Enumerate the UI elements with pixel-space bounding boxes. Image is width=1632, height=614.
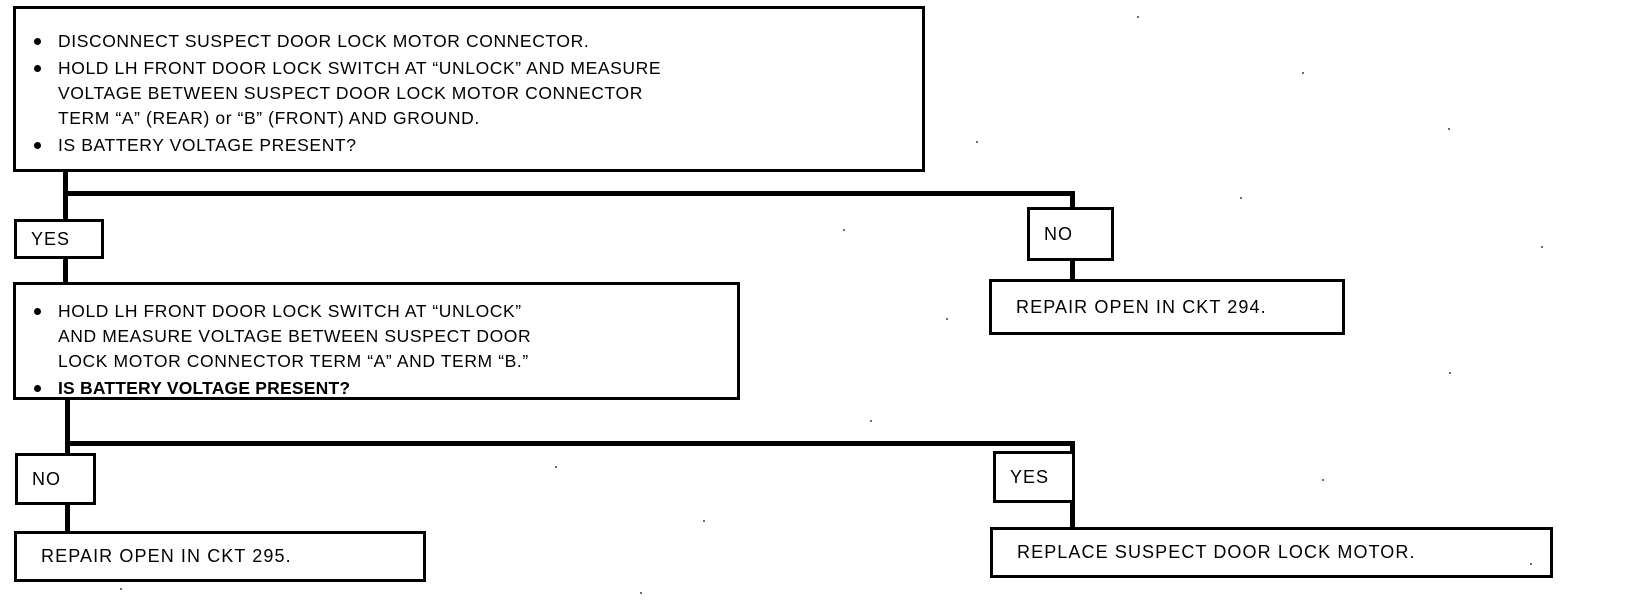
scan-speck <box>1530 563 1532 565</box>
branch2-yes-decision: YES <box>993 451 1075 503</box>
step2-bullet-2: IS BATTERY VOLTAGE PRESENT? <box>16 376 737 401</box>
step1-exit-stub <box>63 172 68 196</box>
branch1-no-decision: NO <box>1027 207 1114 261</box>
scan-speck <box>120 588 122 590</box>
scan-speck <box>1302 72 1304 74</box>
branch1-yes-drop <box>63 191 68 221</box>
branch2-horizontal-rail <box>65 441 1075 446</box>
scan-speck <box>1541 246 1543 248</box>
branch2-yes-to-result <box>1070 501 1075 543</box>
branch1-horizontal-rail <box>63 191 1075 196</box>
scan-speck <box>640 592 642 594</box>
branch1-yes-decision: YES <box>14 219 104 259</box>
branch2-no-decision: NO <box>15 453 96 505</box>
scan-speck <box>1137 16 1139 18</box>
scan-speck <box>555 466 557 468</box>
step1-bullet-1: DISCONNECT SUSPECT DOOR LOCK MOTOR CONNE… <box>16 29 922 54</box>
scan-speck <box>703 520 705 522</box>
branch1-no-to-result <box>1070 259 1075 283</box>
branch1-no-result-label: REPAIR OPEN IN CKT 294. <box>1016 296 1267 317</box>
step2-question-box: HOLD LH FRONT DOOR LOCK SWITCH AT “UNLOC… <box>13 282 740 400</box>
branch2-yes-result-label: REPLACE SUSPECT DOOR LOCK MOTOR. <box>1017 542 1416 562</box>
scan-speck <box>1449 372 1451 374</box>
step1-bullet-list: DISCONNECT SUSPECT DOOR LOCK MOTOR CONNE… <box>16 9 922 158</box>
scan-speck <box>1322 479 1324 481</box>
scan-speck <box>1448 128 1450 130</box>
branch1-yes-to-step2 <box>63 257 68 284</box>
branch2-no-result-label: REPAIR OPEN IN CKT 295. <box>41 546 292 566</box>
branch1-no-label: NO <box>1044 223 1073 244</box>
scan-speck <box>1240 197 1242 199</box>
branch2-no-label: NO <box>32 468 61 489</box>
scan-speck <box>843 229 845 231</box>
step1-question-box: DISCONNECT SUSPECT DOOR LOCK MOTOR CONNE… <box>13 6 925 172</box>
branch1-no-result-box: REPAIR OPEN IN CKT 294. <box>989 279 1345 335</box>
scan-speck <box>870 420 872 422</box>
branch1-no-drop <box>1070 191 1075 209</box>
step2-bullet-1: HOLD LH FRONT DOOR LOCK SWITCH AT “UNLOC… <box>16 299 737 374</box>
step1-bullet-3: IS BATTERY VOLTAGE PRESENT? <box>16 133 922 158</box>
branch1-yes-label: YES <box>31 228 71 249</box>
branch2-no-result-box: REPAIR OPEN IN CKT 295. <box>14 531 426 582</box>
scan-speck <box>976 141 978 143</box>
branch2-no-to-result <box>65 503 70 547</box>
branch2-yes-result-box: REPLACE SUSPECT DOOR LOCK MOTOR. <box>990 527 1553 578</box>
scan-speck <box>946 318 948 320</box>
branch2-yes-label: YES <box>1010 466 1050 487</box>
branch2-yes-drop <box>1070 441 1075 455</box>
step1-bullet-2: HOLD LH FRONT DOOR LOCK SWITCH AT “UNLOC… <box>16 56 922 131</box>
step2-exit-stub <box>65 400 70 444</box>
step2-bullet-list: HOLD LH FRONT DOOR LOCK SWITCH AT “UNLOC… <box>16 285 737 401</box>
